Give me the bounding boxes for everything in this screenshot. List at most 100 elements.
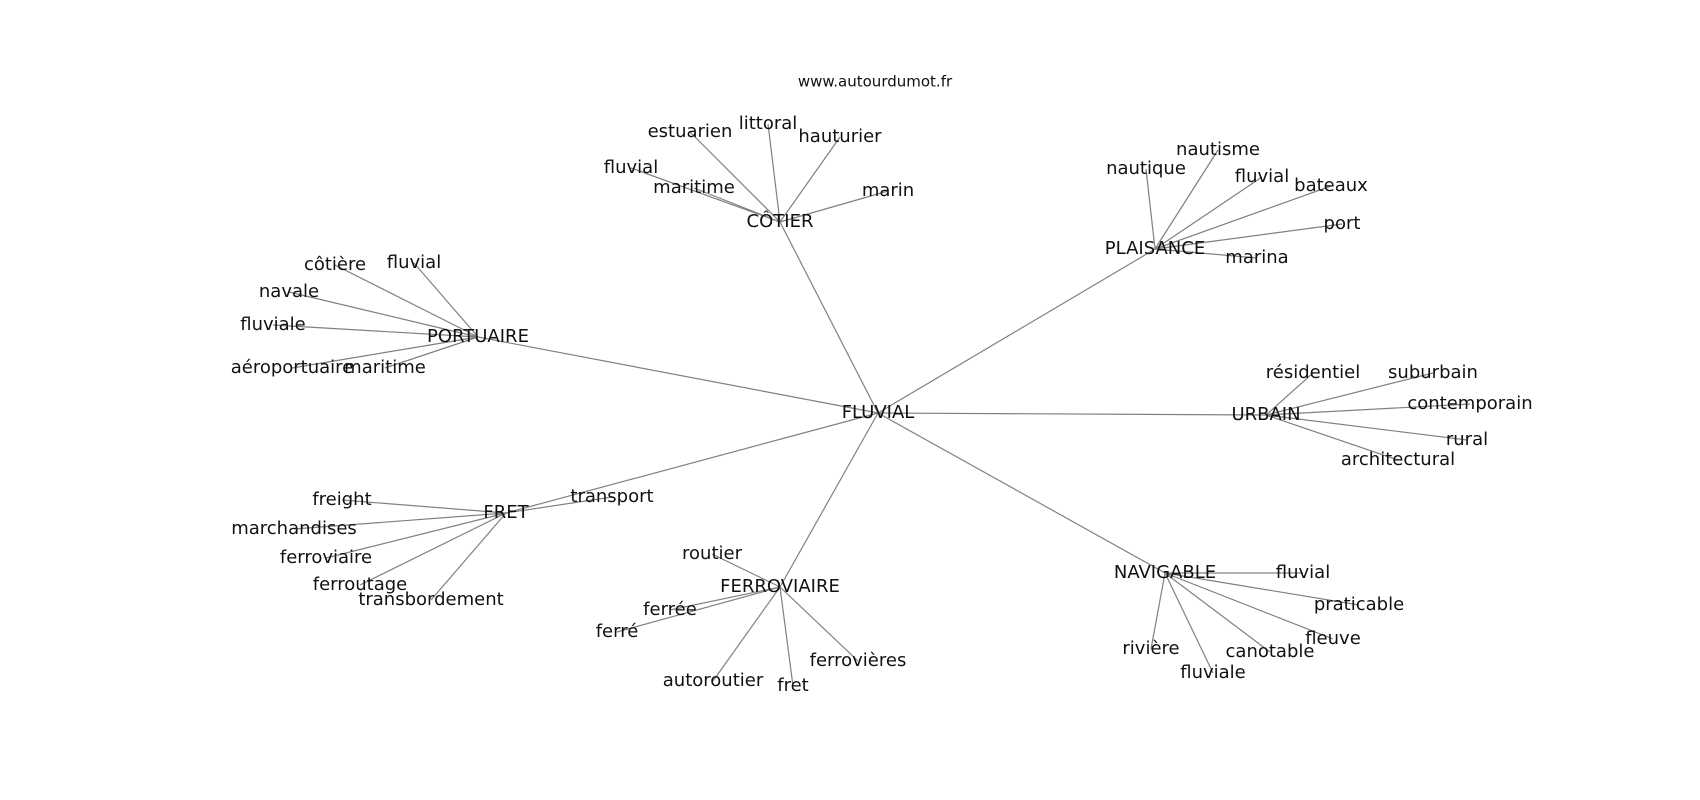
edge-plaisance-nautique [1145,168,1156,250]
edge-center-cotier [779,221,879,414]
leaf-node-portuaire-fluvial: fluvial [387,252,441,273]
leaf-node-portuaire-aeroportuaire: aéroportuaire [231,357,354,378]
edge-ferroviaire-ferrovieres [779,586,859,662]
edge-center-urbain [877,412,1267,416]
edge-urbain-architectural [1265,414,1399,461]
edge-urbain-rural [1265,414,1468,441]
leaf-node-ferroviaire-ferre: ferré [596,621,639,642]
leaf-node-cotier-hauturier: hauturier [798,126,882,147]
leaf-node-navigable-fluvial: fluvial [1276,562,1330,583]
edge-cotier-hauturier [779,136,841,223]
leaf-node-fret-transport: transport [570,486,653,507]
leaf-node-cotier-littoral: littoral [739,113,798,134]
edge-plaisance-nautisme [1154,149,1219,250]
edge-navigable-praticable [1164,572,1360,606]
edge-navigable-riviere [1150,572,1166,650]
cluster-node-navigable: NAVIGABLE [1114,562,1216,583]
leaf-node-plaisance-nautisme: nautisme [1176,139,1260,160]
leaf-node-portuaire-cotiere: côtière [304,254,366,275]
edge-navigable-canotable [1164,572,1271,653]
edge-navigable-fleuve [1164,572,1334,640]
leaf-node-navigable-fluviale: fluviale [1180,662,1246,683]
edge-center-ferroviaire [779,412,879,588]
leaf-node-plaisance-port: port [1324,213,1361,234]
edge-plaisance-marina [1154,248,1258,259]
edge-navigable-fluviale [1164,572,1214,674]
leaf-node-fret-transbordement: transbordement [358,589,503,610]
leaf-node-ferroviaire-routier: routier [682,543,743,564]
edge-portuaire-maritime [384,336,479,369]
edge-plaisance-port [1154,223,1343,250]
leaf-node-urbain-contemporain: contemporain [1407,393,1532,414]
edge-center-fret [505,412,879,514]
leaf-node-urbain-residentiel: résidentiel [1266,362,1361,383]
edge-plaisance-bateaux [1154,185,1332,250]
leaf-node-ferroviaire-ferree: ferrée [643,599,697,620]
leaf-node-cotier-marin: marin [862,180,914,201]
site-url: www.autourdumot.fr [798,73,953,91]
leaf-node-navigable-praticable: praticable [1314,594,1404,615]
leaf-node-fret-ferroviaire: ferroviaire [280,547,372,568]
edge-fret-ferroutage [359,512,507,586]
cluster-node-cotier: CÔTIER [747,210,814,232]
leaf-node-plaisance-marina: marina [1225,247,1288,268]
leaf-node-ferroviaire-ferrovieres: ferrovières [810,650,907,671]
leaf-node-urbain-suburbain: suburbain [1388,362,1478,383]
edge-cotier-littoral [767,123,781,223]
edge-cotier-marin [779,190,889,223]
leaf-node-navigable-riviere: rivière [1122,638,1179,659]
leaf-node-portuaire-maritime: maritime [344,357,426,378]
edge-ferroviaire-routier [711,553,781,588]
edge-fret-freight [341,499,507,514]
edge-center-plaisance [877,248,1156,414]
graph-edges [272,123,1471,687]
leaf-node-fret-ferroutage: ferroutage [313,574,408,595]
edge-fret-transbordement [430,512,507,601]
leaf-node-navigable-canotable: canotable [1226,641,1315,662]
edge-portuaire-fluviale [272,324,479,338]
leaf-node-plaisance-fluvial: fluvial [1235,166,1289,187]
leaf-node-plaisance-nautique: nautique [1106,158,1186,179]
cluster-node-urbain: URBAIN [1231,404,1300,425]
leaf-node-cotier-estuarien: estuarien [648,121,733,142]
leaf-node-plaisance-bateaux: bateaux [1294,175,1368,196]
edge-urbain-residentiel [1265,372,1314,416]
edge-ferroviaire-ferre [616,586,781,633]
center-node: FLUVIAL [842,402,915,423]
leaf-node-urbain-architectural: architectural [1341,449,1455,470]
leaf-node-fret-freight: freight [312,489,371,510]
leaf-node-portuaire-navale: navale [259,281,319,302]
cluster-node-ferroviaire: FERROVIAIRE [720,576,840,597]
edge-fret-transport [505,496,613,514]
edge-portuaire-aeroportuaire [291,336,479,369]
cluster-node-plaisance: PLAISANCE [1105,238,1205,259]
cluster-node-portuaire: PORTUAIRE [427,326,529,347]
edge-plaisance-fluvial [1154,176,1263,250]
leaf-node-fret-marchandises: marchandises [231,518,357,539]
cluster-node-fret: FRET [483,502,529,523]
leaf-node-urbain-rural: rural [1446,429,1488,450]
edge-cotier-estuarien [689,131,781,223]
leaf-node-portuaire-fluviale: fluviale [240,314,306,335]
edge-fret-ferroviaire [325,512,507,559]
edge-urbain-contemporain [1265,403,1471,416]
leaf-node-cotier-maritime: maritime [653,177,735,198]
edge-ferroviaire-autoroutier [712,586,781,682]
leaf-node-cotier-fluvial: fluvial [604,157,658,178]
edge-center-navigable [877,412,1166,574]
edge-cotier-maritime [693,187,781,223]
edge-portuaire-fluvial [413,262,479,338]
edge-center-portuaire [477,336,879,414]
leaf-node-ferroviaire-autoroutier: autoroutier [663,670,764,691]
edge-cotier-fluvial [630,167,781,223]
edge-ferroviaire-ferree [669,586,781,611]
leaf-node-ferroviaire-fret: fret [777,675,808,696]
edge-portuaire-cotiere [334,264,479,338]
edge-fret-marchandises [293,512,507,530]
edge-ferroviaire-fret [779,586,794,687]
leaf-node-navigable-fleuve: fleuve [1305,628,1361,649]
edge-portuaire-navale [288,291,479,338]
edge-urbain-suburbain [1265,372,1434,416]
